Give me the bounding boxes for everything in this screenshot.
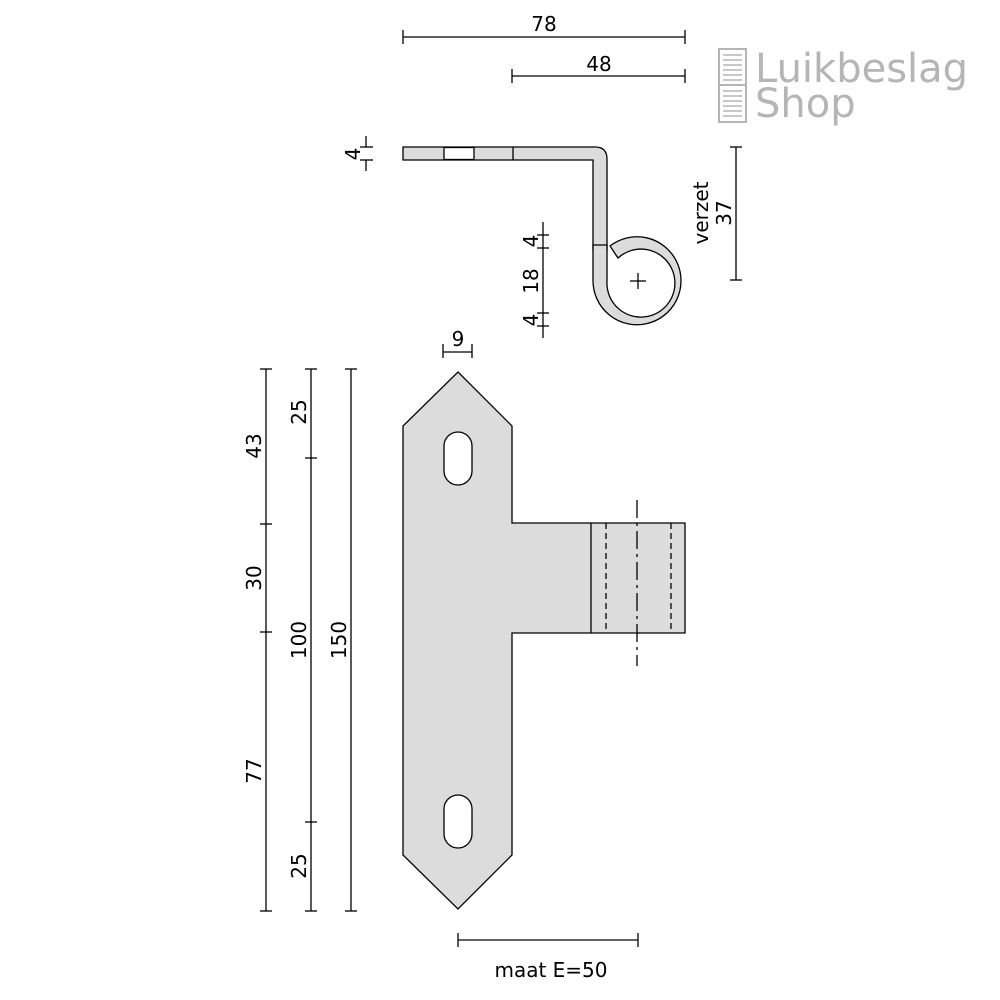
dim-tip-width: 9	[442, 327, 473, 358]
logo-text-line2: Shop	[755, 81, 856, 127]
svg-text:150: 150	[327, 621, 351, 659]
svg-text:4: 4	[519, 235, 543, 248]
front-view: 9 43 30 77 25 100 25 150	[242, 327, 686, 982]
svg-text:77: 77	[242, 758, 266, 783]
svg-text:25: 25	[287, 399, 311, 424]
svg-text:maat E=50: maat E=50	[494, 958, 607, 982]
dim-overall-height: 150	[327, 368, 357, 912]
slot-top	[443, 431, 473, 486]
svg-text:9: 9	[452, 327, 465, 351]
svg-text:43: 43	[242, 433, 266, 458]
side-view: 78 48 4 verzet 37 4 18 4	[341, 12, 742, 338]
dim-verzet: verzet 37	[689, 146, 742, 281]
svg-text:4: 4	[519, 314, 543, 327]
svg-text:4: 4	[341, 148, 365, 161]
dim-48: 48	[511, 52, 686, 83]
slot-bottom	[443, 794, 473, 849]
svg-text:25: 25	[287, 853, 311, 878]
shutter-icon	[718, 48, 747, 123]
eye-loop	[592, 236, 682, 326]
svg-text:48: 48	[586, 52, 611, 76]
svg-text:verzet: verzet	[689, 181, 713, 244]
svg-text:37: 37	[712, 200, 736, 225]
dim-thickness: 4	[341, 136, 373, 171]
hole-section	[443, 146, 475, 161]
dim-maat-e: maat E=50	[457, 933, 639, 982]
dim-eye: 4 18 4	[519, 222, 549, 338]
side-profile	[402, 146, 608, 251]
svg-text:30: 30	[242, 565, 266, 590]
dim-left-chain: 43 30 77	[242, 368, 272, 912]
logo-text-line1: Luikbeslag	[755, 46, 968, 92]
svg-text:18: 18	[519, 268, 543, 293]
luikbeslag-logo: Luikbeslag Shop	[718, 46, 968, 127]
svg-text:100: 100	[287, 621, 311, 659]
svg-text:78: 78	[531, 12, 556, 36]
dim-78: 78	[402, 12, 686, 44]
dim-middle-chain: 25 100 25	[287, 368, 317, 912]
plate-outline	[402, 371, 686, 910]
